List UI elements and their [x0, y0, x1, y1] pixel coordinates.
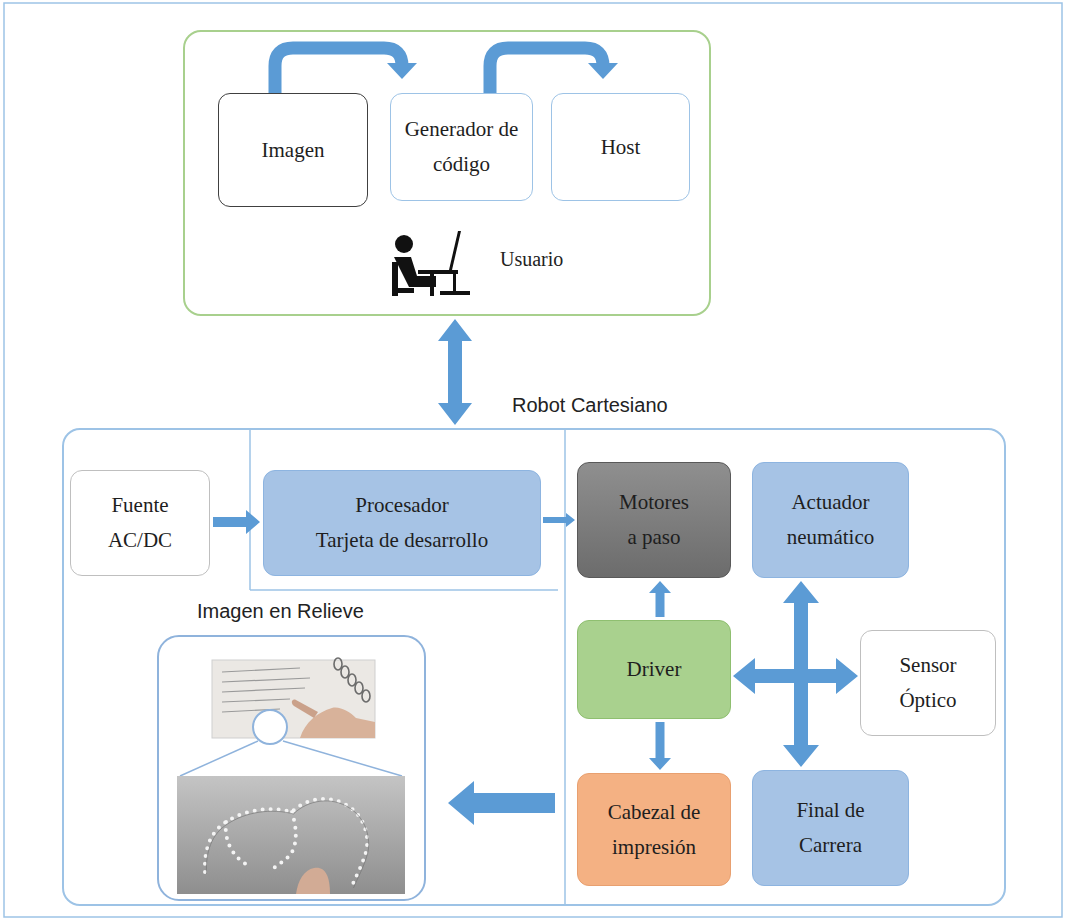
arrow-connector	[275, 48, 417, 93]
user-icon	[392, 231, 470, 296]
box-label: Motores a paso	[613, 485, 695, 554]
actuator-box: Actuador neumático	[752, 462, 909, 578]
arrow-connector	[543, 513, 575, 527]
arrow-connector	[448, 781, 555, 825]
box-label: Sensor Óptico	[878, 648, 978, 717]
group-heading: Usuario	[500, 248, 563, 271]
process-box: Host	[551, 93, 690, 201]
driver-box: Driver	[577, 620, 731, 719]
box-label: Procesador	[355, 488, 448, 523]
group-heading: Imagen en Relieve	[197, 600, 364, 623]
arrow-connector	[649, 722, 671, 770]
processor-box: ProcesadorTarjeta de desarrollo	[263, 470, 541, 576]
group-heading: Robot Cartesiano	[512, 394, 668, 417]
box-label: Driver	[627, 652, 682, 687]
outer-frame	[4, 3, 1062, 917]
process-box: Generador de código	[390, 93, 533, 201]
box-label: Final de Carrera	[775, 793, 887, 862]
print-head-box: Cabezal de impresión	[577, 773, 731, 886]
box-label: Fuente AC/DC	[85, 488, 195, 557]
box-label: Actuador neumático	[766, 485, 896, 554]
box-label: Tarjeta de desarrollo	[316, 523, 488, 558]
box-label: Generador de código	[399, 112, 524, 181]
power-box: Fuente AC/DC	[70, 470, 210, 576]
arrow-connector	[438, 319, 472, 425]
motor-box: Motores a paso	[577, 462, 731, 578]
box-label: Host	[601, 130, 641, 165]
arrow-connector	[490, 48, 618, 93]
sensor-box: Sensor Óptico	[860, 630, 996, 736]
relief-photo-illustration	[177, 658, 405, 894]
box-label: Imagen	[262, 133, 325, 168]
user-group-panel: Usuario Imagen Generador de código Host	[183, 30, 711, 316]
arrow-connector	[783, 581, 819, 767]
robot-group-panel: Robot CartesianoFuente AC/DCProcesadorTa…	[62, 428, 1006, 906]
box-label: Cabezal de impresión	[587, 795, 722, 864]
relief-image-panel: Imagen en Relieve	[157, 635, 426, 901]
arrow-connector	[649, 581, 671, 617]
arrow-connector	[213, 510, 260, 534]
limit-switch-box: Final de Carrera	[752, 770, 909, 886]
process-box: Imagen	[218, 93, 368, 207]
